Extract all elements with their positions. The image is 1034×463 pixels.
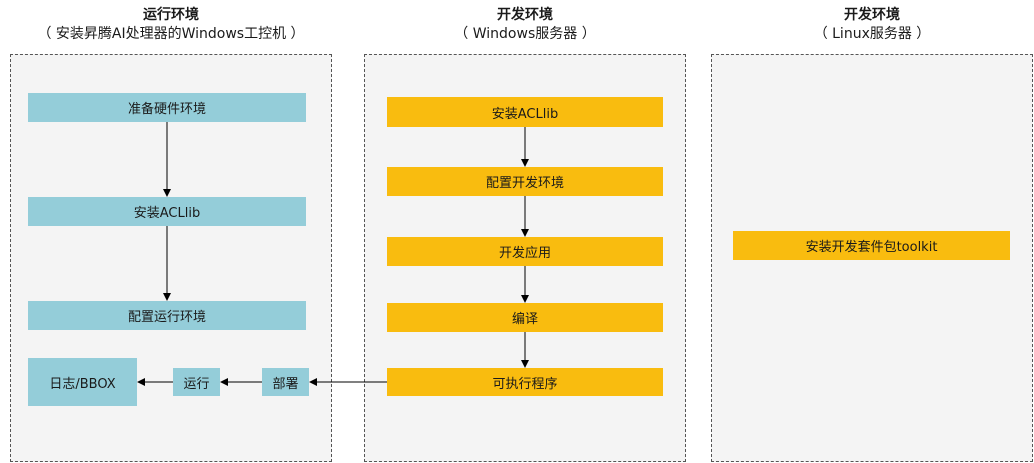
windows-dev-env-title: 开发环境 （ Windows服务器 ） [364, 6, 686, 44]
compile-step: 编译 [387, 303, 663, 332]
linux-dev-env-subheading: （ Linux服务器 ） [813, 26, 931, 42]
log-bbox-step: 日志/BBOX [28, 358, 137, 406]
linux-dev-env-title: 开发环境 （ Linux服务器 ） [711, 6, 1033, 44]
prepare-hardware-step: 准备硬件环境 [28, 93, 306, 122]
install-toolkit-step: 安装开发套件包toolkit [733, 231, 1010, 260]
develop-app-step: 开发应用 [387, 237, 663, 266]
runtime-install-acllib-step: 安装ACLlib [28, 197, 306, 226]
executable-step: 可执行程序 [387, 368, 663, 396]
run-step: 运行 [173, 368, 220, 396]
deploy-step: 部署 [262, 368, 309, 396]
runtime-env-title: 运行环境 （ 安装昇腾AI处理器的Windows工控机 ） [10, 6, 332, 44]
runtime-env-heading: 运行环境 [143, 7, 199, 23]
windows-dev-env-subheading: （ Windows服务器 ） [454, 26, 596, 42]
config-dev-env-step: 配置开发环境 [387, 167, 663, 196]
windows-dev-env-heading: 开发环境 [497, 7, 553, 23]
config-runtime-env-step: 配置运行环境 [28, 301, 306, 330]
dev-install-acllib-step: 安装ACLlib [387, 97, 663, 127]
runtime-env-subheading: （ 安装昇腾AI处理器的Windows工控机 ） [37, 26, 305, 42]
linux-dev-env-heading: 开发环境 [844, 7, 900, 23]
